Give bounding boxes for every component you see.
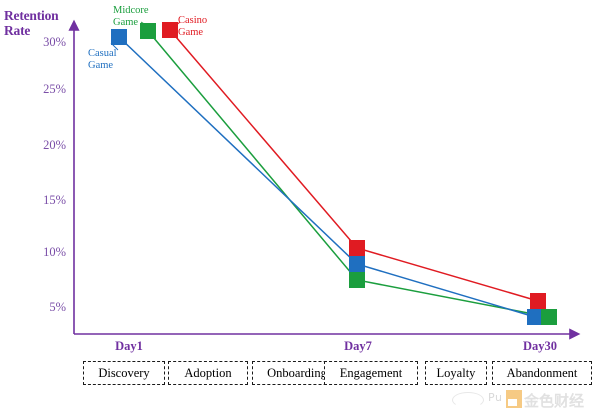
marker-casino-day1 (162, 22, 178, 38)
marker-casual-day1 (111, 29, 127, 45)
watermark-chinese-text: 金色财经 (524, 392, 585, 410)
marker-casino-day7 (349, 240, 365, 256)
watermark-latin-text: Pu (488, 391, 503, 404)
x-tick-day7: Day7 (344, 339, 372, 353)
x-tick-day30: Day30 (522, 339, 558, 353)
y-tick-10: 10% (43, 245, 66, 259)
y-axis-title: Retention Rate (4, 8, 76, 38)
watermark: Pu 金色财经 (450, 388, 598, 414)
marker-midcore-day7 (349, 272, 365, 288)
leader-line-midcore (140, 21, 147, 26)
y-axis-title-line2: Rate (4, 23, 31, 38)
marker-casual-day7 (349, 256, 365, 272)
y-axis-title-line1: Retention (4, 8, 59, 23)
stage-box-abandonment[interactable]: Abandonment (492, 361, 592, 385)
y-tick-5: 5% (49, 300, 66, 314)
series-annotation-midcore-line1: Midcore (113, 5, 149, 16)
stage-box-discovery[interactable]: Discovery (83, 361, 165, 385)
series-annotation-casino: Casino Game (178, 15, 207, 39)
leader-line-casino (173, 21, 181, 28)
series-annotation-casual-line2: Game (88, 60, 114, 71)
y-tick-25: 25% (43, 82, 66, 96)
x-tick-day1: Day1 (115, 339, 143, 353)
marker-casino-day30 (530, 293, 546, 309)
series-annotation-casual: Casual Game (88, 48, 117, 72)
stage-box-adoption[interactable]: Adoption (168, 361, 248, 385)
series-annotation-casino-line1: Casino (178, 15, 208, 26)
y-tick-20: 20% (43, 138, 66, 152)
series-annotation-casual-line1: Casual (88, 48, 117, 59)
y-tick-30: 30% (43, 35, 66, 49)
series-annotation-midcore-line2: Game (113, 17, 139, 28)
stage-box-engagement[interactable]: Engagement (324, 361, 418, 385)
brand-logo-icon (506, 390, 522, 408)
series-line-casual (118, 36, 536, 318)
cloud-icon (452, 392, 484, 408)
leader-line-casual (110, 42, 119, 51)
series-annotation-casino-line2: Game (178, 27, 204, 38)
y-tick-15: 15% (43, 193, 66, 207)
marker-midcore-day30 (541, 309, 557, 325)
series-annotation-midcore: Midcore Game (113, 5, 149, 29)
marker-casual-day30 (527, 309, 543, 325)
stage-box-loyalty[interactable]: Loyalty (425, 361, 487, 385)
marker-midcore-day1 (140, 23, 156, 39)
